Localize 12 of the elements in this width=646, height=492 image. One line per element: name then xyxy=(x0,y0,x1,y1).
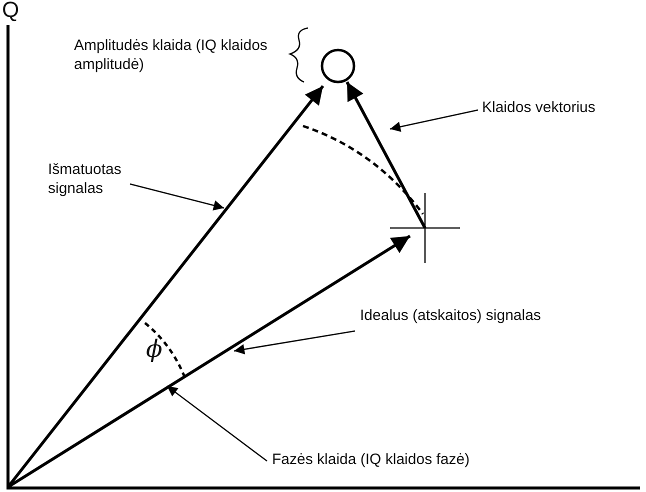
callout-text: Idealus (atskaitos) signalas xyxy=(360,306,550,325)
callout-text: Fazės klaida (IQ klaidos fazė) xyxy=(272,450,532,469)
leader-arrow xyxy=(234,330,356,354)
axis-label: Q xyxy=(2,0,20,19)
callout-text: Amplitudės klaida (IQ klaidos amplitudė) xyxy=(74,36,268,74)
leader-arrow xyxy=(390,109,478,132)
leader-arrow xyxy=(130,183,224,210)
callout-text: Klaidos vektorius xyxy=(482,98,646,117)
phase-arc xyxy=(144,322,186,378)
error-vector xyxy=(346,81,426,229)
leader-arrow xyxy=(166,385,268,462)
callout-text: Išmatuotas signalas xyxy=(48,160,138,198)
